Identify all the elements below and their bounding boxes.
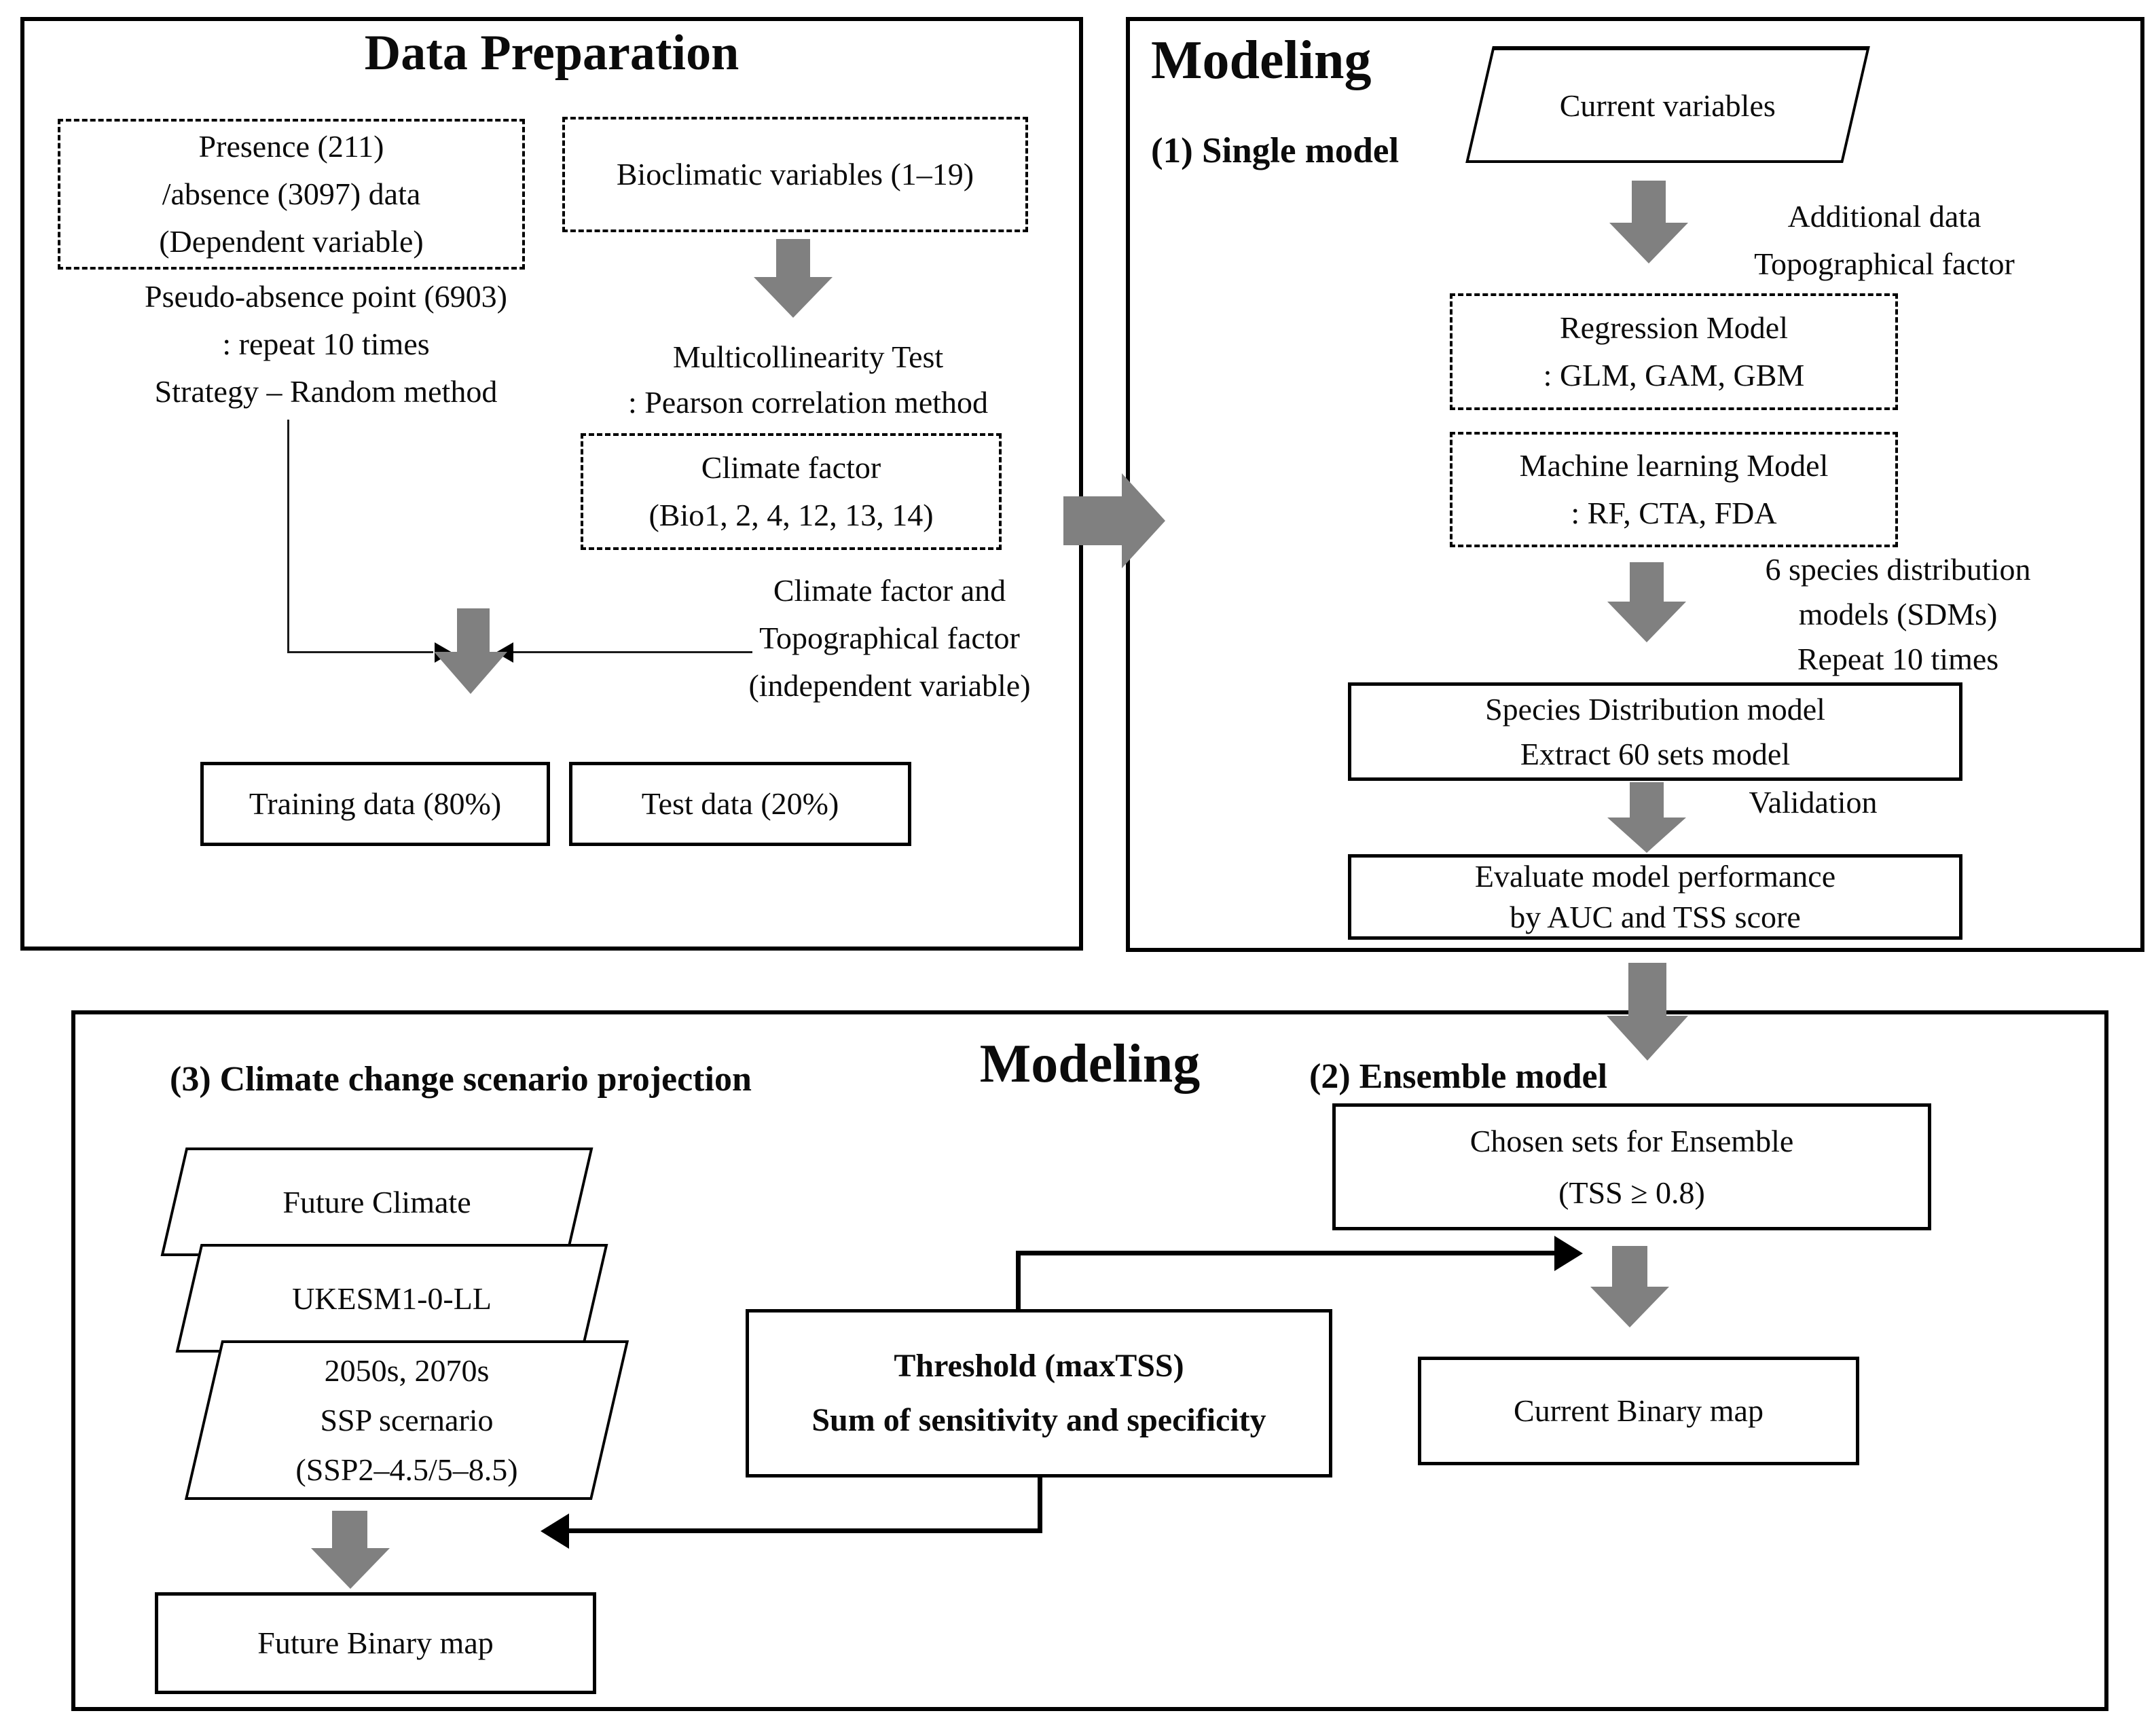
subtitle-climate-scenario: (3) Climate change scenario projection: [170, 1060, 752, 1099]
down-arrow-head-icon: [1607, 818, 1686, 853]
future-climate-parallelogram: Future Climate: [160, 1147, 593, 1256]
ssp-scenario-parallelogram: 2050s, 2070s SSP scernario (SSP2–4.5/5–8…: [184, 1340, 629, 1500]
climate-factor-box: Climate factor (Bio1, 2, 4, 12, 13, 14): [581, 433, 1002, 550]
current-variables-parallelogram: Current variables: [1465, 46, 1870, 163]
title-data-preparation: Data Preparation: [364, 25, 739, 81]
down-arrow-head-icon: [1607, 602, 1686, 642]
independent-variable-text: Climate factor and Topographical factor …: [748, 573, 1031, 703]
threshold-box: Threshold (maxTSS) Sum of sensitivity an…: [746, 1309, 1332, 1477]
down-arrow-icon: [332, 1511, 367, 1548]
evaluate-performance-box: Evaluate model performance by AUC and TS…: [1348, 854, 1962, 940]
pseudo-absence-text: Pseudo-absence point (6903) : repeat 10 …: [145, 279, 507, 409]
validation-label: Validation: [1749, 785, 1878, 820]
down-arrow-head-icon: [434, 652, 507, 694]
subtitle-ensemble-model: (2) Ensemble model: [1309, 1057, 1608, 1096]
bioclimatic-box: Bioclimatic variables (1–19): [562, 117, 1028, 232]
right-arrow-icon: [1063, 496, 1122, 545]
ukesm-parallelogram: UKESM1-0-LL: [175, 1244, 608, 1353]
title-modeling-single: Modeling: [1151, 31, 1372, 90]
test-data-box: Test data (20%): [569, 762, 911, 846]
presence-line3: (Dependent variable): [159, 224, 424, 259]
sdm-note-text: 6 species distribution models (SDMs) Rep…: [1765, 552, 2031, 676]
right-arrow-head-icon: [1122, 473, 1165, 568]
title-modeling-ensemble: Modeling: [979, 1034, 1201, 1094]
connector-line: [1038, 1477, 1042, 1533]
subtitle-single-model: (1) Single model: [1151, 131, 1400, 170]
down-arrow-head-icon: [1590, 1287, 1669, 1327]
down-arrow-icon: [457, 608, 490, 652]
down-arrow-icon: [1632, 181, 1666, 223]
arrowhead-left-icon: [541, 1513, 569, 1549]
down-arrow-icon: [1612, 1246, 1647, 1287]
connector-line: [287, 420, 289, 653]
down-arrow-head-icon: [1609, 223, 1688, 263]
arrowhead-right-icon: [1554, 1236, 1583, 1271]
presence-absence-box: Presence (211) /absence (3097) data (Dep…: [58, 119, 525, 270]
down-arrow-icon: [1630, 562, 1664, 602]
presence-line1: Presence (211): [198, 129, 384, 164]
species-distribution-box: Species Distribution model Extract 60 se…: [1348, 682, 1962, 781]
down-arrow-head-icon: [1607, 1016, 1688, 1061]
chosen-sets-box: Chosen sets for Ensemble (TSS ≥ 0.8): [1332, 1103, 1931, 1230]
connector-line: [568, 1528, 1042, 1533]
down-arrow-icon: [1628, 963, 1666, 1016]
connector-line: [288, 651, 433, 653]
down-arrow-icon: [776, 239, 810, 278]
additional-data-text: Additional data Topographical factor: [1754, 199, 2015, 281]
connector-line: [513, 651, 752, 653]
down-arrow-head-icon: [754, 277, 833, 318]
current-binary-map-box: Current Binary map: [1418, 1357, 1859, 1465]
down-arrow-head-icon: [311, 1548, 390, 1589]
machine-learning-box: Machine learning Model : RF, CTA, FDA: [1450, 432, 1898, 547]
connector-line: [1016, 1251, 1556, 1255]
regression-model-box: Regression Model : GLM, GAM, GBM: [1450, 293, 1898, 410]
multicollinearity-text: Multicollinearity Test : Pearson correla…: [627, 339, 989, 420]
down-arrow-icon: [1630, 782, 1664, 818]
presence-line2: /absence (3097) data: [162, 177, 421, 211]
training-data-box: Training data (80%): [200, 762, 550, 846]
connector-line: [1016, 1251, 1021, 1309]
future-binary-map-box: Future Binary map: [155, 1592, 596, 1694]
